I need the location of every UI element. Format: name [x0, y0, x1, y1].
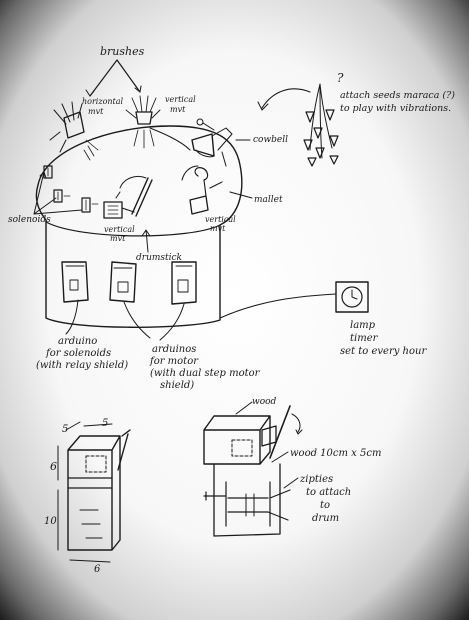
solenoids-label: solenoids [8, 215, 51, 225]
arduino-board-3-icon [171, 261, 197, 305]
drumstick-label: drumstick [136, 253, 182, 263]
dim-5b: 5 [102, 418, 108, 429]
dim-5a: 5 [62, 424, 68, 435]
dim-10: 10 [44, 516, 57, 527]
drum-body [35, 125, 243, 328]
attach-seeds-label: attach seeds maraca (?)to play with vibr… [340, 90, 455, 114]
solenoids-group: solenoids [8, 165, 99, 225]
brushes-label: brushes [100, 45, 145, 58]
mallet-label: mallet [254, 195, 283, 205]
wood-top-label: wood [252, 397, 277, 407]
wood-size-label: wood 10cm x 5cm [290, 448, 381, 459]
arduino-board-1-icon [61, 261, 89, 303]
question-mark: ? [337, 71, 344, 85]
enclosure-sketch-left: 5 5 6 10 6 [44, 418, 131, 575]
arduino-board-2-icon [109, 261, 137, 303]
maraca-shells-icon [303, 83, 339, 167]
cowbell-group: cowbell [191, 118, 288, 167]
horizontal-brush-icon [49, 101, 99, 161]
vertical-brush-icon [125, 95, 161, 149]
dim-6b: 6 [94, 564, 101, 575]
timer-clock-icon [341, 286, 363, 308]
dim-6: 6 [50, 460, 57, 473]
maraca-group: ? attach seeds maraca (?)to play with vi… [257, 71, 455, 167]
cowbell-label: cowbell [253, 135, 288, 145]
